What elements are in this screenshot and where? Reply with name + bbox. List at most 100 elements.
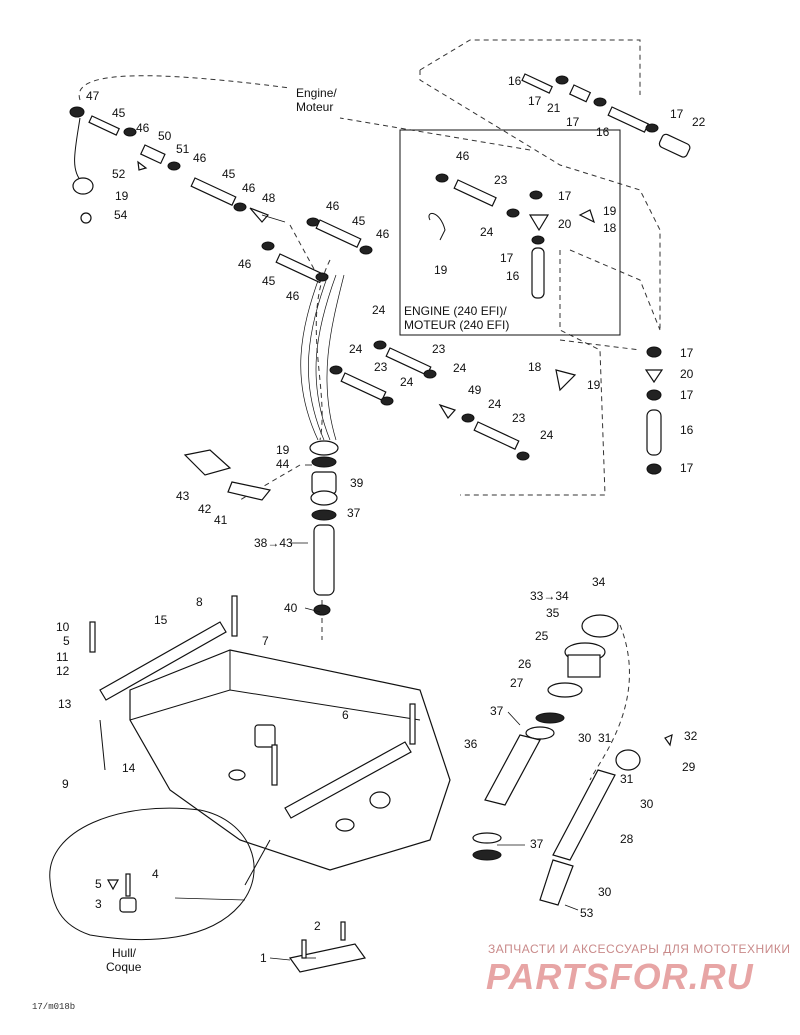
- callout-29: 29: [682, 760, 696, 774]
- middle-hoses: [329, 340, 530, 461]
- efi-internal-parts: [428, 173, 596, 299]
- callout-34: 34: [592, 575, 606, 589]
- callout-19: 19: [434, 263, 448, 277]
- callout-19: 19: [115, 189, 129, 203]
- callout-14: 14: [122, 761, 136, 775]
- callout-19: 19: [276, 443, 290, 457]
- hull-inset: [49, 807, 255, 941]
- callout-16: 16: [680, 423, 694, 437]
- callout-24: 24: [400, 375, 414, 389]
- callout-20: 20: [680, 367, 694, 381]
- filler-neck-group: [472, 614, 673, 906]
- callout-49: 49: [468, 383, 482, 397]
- callout-47: 47: [86, 89, 100, 103]
- callout-46: 46: [456, 149, 470, 163]
- callout-30: 30: [640, 797, 654, 811]
- callout-37: 37: [490, 704, 504, 718]
- watermark-logo: PARTSFOR.RU: [486, 956, 754, 997]
- fuel-tank: [129, 649, 451, 871]
- callout-33-to-34: 33→34: [530, 589, 569, 603]
- callout-37: 37: [347, 506, 361, 520]
- callout-45: 45: [112, 106, 126, 120]
- top-left-hose-chain: [69, 106, 373, 284]
- callout-5: 5: [95, 877, 102, 891]
- callout-51: 51: [176, 142, 190, 156]
- fuel-pump-stack: [183, 440, 339, 616]
- top-right-chain: [521, 73, 691, 158]
- callout-26: 26: [518, 657, 532, 671]
- callout-22: 22: [692, 115, 706, 129]
- callout-24: 24: [372, 303, 386, 317]
- callout-31: 31: [598, 731, 612, 745]
- efi-engine-box: [399, 129, 621, 336]
- callout-45: 45: [222, 167, 236, 181]
- callout-17: 17: [680, 346, 694, 360]
- callout-9: 9: [62, 777, 69, 791]
- callout-46: 46: [242, 181, 256, 195]
- callout-19: 19: [587, 378, 601, 392]
- callout-4: 4: [152, 867, 159, 881]
- callout-45: 45: [262, 274, 276, 288]
- callout-46: 46: [136, 121, 150, 135]
- callout-17: 17: [528, 94, 542, 108]
- callout-35: 35: [546, 606, 560, 620]
- callout-24: 24: [488, 397, 502, 411]
- callout-8: 8: [196, 595, 203, 609]
- callout-10: 10: [56, 620, 70, 634]
- callout-24: 24: [540, 428, 554, 442]
- callout-38-to-43: 38→43: [254, 536, 293, 550]
- callout-52: 52: [112, 167, 126, 181]
- callout-numbers: 47 45 46 50 51 52 46 19 54 45 46 48 46 4…: [56, 74, 706, 965]
- callout-45: 45: [352, 214, 366, 228]
- callout-31: 31: [620, 772, 634, 786]
- callout-37: 37: [530, 837, 544, 851]
- engine-label-line2: Moteur: [296, 100, 333, 114]
- callout-30: 30: [578, 731, 592, 745]
- efi-label-line2: MOTEUR (240 EFI): [404, 318, 509, 332]
- callout-30: 30: [598, 885, 612, 899]
- callout-18: 18: [528, 360, 542, 374]
- engine-label-line1: Engine/: [296, 86, 337, 100]
- callout-46: 46: [376, 227, 390, 241]
- callout-32: 32: [684, 729, 698, 743]
- callout-40: 40: [284, 601, 298, 615]
- callout-17: 17: [500, 251, 514, 265]
- callout-46: 46: [193, 151, 207, 165]
- callout-19: 19: [603, 204, 617, 218]
- callout-21: 21: [547, 101, 561, 115]
- callout-23: 23: [494, 173, 508, 187]
- callout-20: 20: [558, 217, 572, 231]
- callout-16: 16: [508, 74, 522, 88]
- callout-2: 2: [314, 919, 321, 933]
- callout-17: 17: [566, 115, 580, 129]
- callout-16: 16: [506, 269, 520, 283]
- callout-17: 17: [680, 461, 694, 475]
- callout-43: 43: [176, 489, 190, 503]
- callout-46: 46: [286, 289, 300, 303]
- callout-24: 24: [480, 225, 494, 239]
- hose-bundle: [300, 274, 345, 441]
- callout-17: 17: [670, 107, 684, 121]
- support-plate: [288, 921, 367, 973]
- callout-53: 53: [580, 906, 594, 920]
- watermark-tagline: ЗАПЧАСТИ И АКСЕССУАРЫ ДЛЯ МОТОТЕХНИКИ: [488, 942, 791, 956]
- callout-1: 1: [260, 951, 267, 965]
- callout-42: 42: [198, 502, 212, 516]
- callout-50: 50: [158, 129, 172, 143]
- callout-23: 23: [512, 411, 526, 425]
- callout-46: 46: [326, 199, 340, 213]
- figure-code: 17/m018b: [32, 1002, 76, 1012]
- tank-straps: [89, 595, 416, 886]
- callout-17: 17: [558, 189, 572, 203]
- hull-label-line1: Hull/: [112, 946, 137, 960]
- callout-41: 41: [214, 513, 228, 527]
- callout-5: 5: [63, 634, 70, 648]
- callout-25: 25: [535, 629, 549, 643]
- callout-48: 48: [262, 191, 276, 205]
- callout-15: 15: [154, 613, 168, 627]
- callout-46: 46: [238, 257, 252, 271]
- callout-24: 24: [349, 342, 363, 356]
- callout-27: 27: [510, 676, 524, 690]
- efi-label-line1: ENGINE (240 EFI)/: [404, 304, 507, 318]
